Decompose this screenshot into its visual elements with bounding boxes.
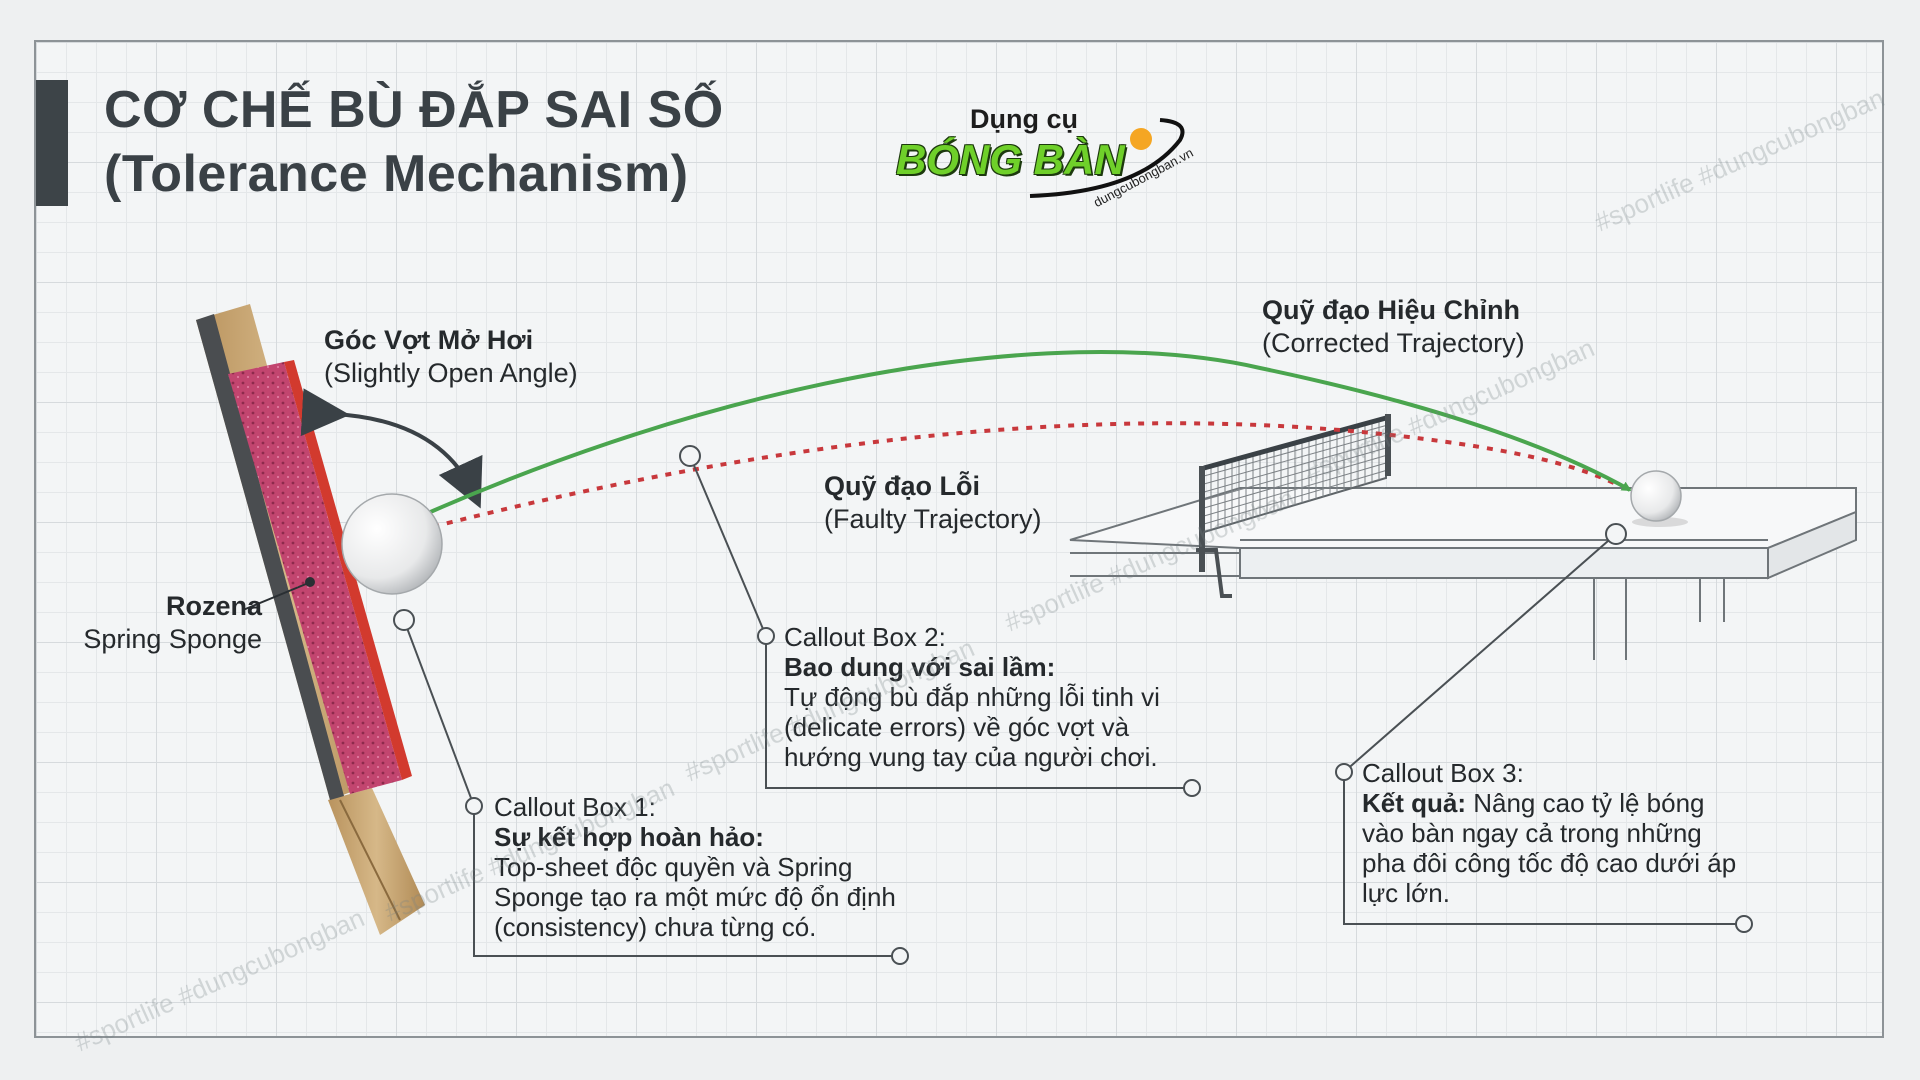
paddle-handle-grain: [339, 799, 401, 921]
brand-logo: Dụng cụ BÓNG BÀN dungcubongban.vn: [890, 100, 1210, 210]
rozena-sponge: [228, 362, 402, 794]
callout-3-leader: [1343, 533, 1744, 925]
angle-label-title: Góc Vợt Mở Hơi: [324, 325, 534, 355]
sponge-label-title: Rozena: [165, 591, 262, 621]
angle-label-sub: (Slightly Open Angle): [324, 358, 578, 388]
callout-3-text: Kết quả: Nâng cao tỷ lệ bóng vào bàn nga…: [1362, 788, 1736, 908]
corrected-label-title: Quỹ đạo Hiệu Chỉnh: [1262, 295, 1521, 325]
table-end: [1767, 510, 1857, 580]
callout-3-end-dot: [1735, 915, 1753, 933]
callout-1-title: Callout Box 1:: [494, 792, 656, 822]
callout-2-body: Tự động bù đắp những lỗi tinh vi (delica…: [784, 682, 1160, 772]
logo-top-text: Dụng cụ: [970, 104, 1078, 134]
net-mesh: [1203, 419, 1387, 530]
faulty-label-title: Quỹ đạo Lỗi: [824, 471, 981, 501]
net-mesh-horizontal: [1203, 455, 1387, 509]
callout-3-heading: Kết quả:: [1362, 788, 1466, 818]
callout-box-3: Callout Box 3: Kết quả: Nâng cao tỷ lệ b…: [1362, 758, 1742, 908]
net-mesh-horizontal: [1203, 432, 1387, 485]
logo-swoosh-icon: [1029, 118, 1185, 198]
ball-landing: [1630, 470, 1682, 522]
net-mesh-horizontal: [1203, 462, 1387, 517]
callout-box-1: Callout Box 1: Sự kết hợp hoàn hảo: Top-…: [494, 792, 914, 942]
table-side: [1239, 547, 1769, 579]
net-mesh-horizontal: [1203, 447, 1387, 501]
logo-ball-icon: [1130, 128, 1152, 150]
callout-3-anchor-dot: [1605, 523, 1627, 545]
paddle-handle: [328, 788, 425, 935]
callout-1-anchor-dot: [393, 609, 415, 631]
callout-box-2: Callout Box 2: Bao dung với sai lầm: Tự …: [784, 622, 1204, 772]
corrected-trajectory: [351, 350, 1632, 550]
callout-3-title: Callout Box 3:: [1362, 758, 1524, 788]
callout-leaders: [393, 445, 1753, 965]
net-mesh-horizontal: [1203, 470, 1387, 525]
callout-1-body: Top-sheet độc quyền và Spring Sponge tạo…: [494, 852, 896, 942]
callout-1-leader: [403, 619, 900, 957]
callout-3-corner-dot: [1335, 763, 1353, 781]
paddle-back-rubber: [196, 314, 344, 800]
faulty-trajectory-label: Quỹ đạo Lỗi (Faulty Trajectory): [824, 470, 1042, 536]
page-title-line-1: CƠ CHẾ BÙ ĐẮP SAI SỐ: [104, 81, 724, 139]
callout-2-heading: Bao dung với sai lầm:: [784, 652, 1056, 682]
ball-at-paddle: [341, 493, 443, 595]
callout-1-end-dot: [891, 947, 909, 965]
callout-2-corner-dot: [757, 627, 775, 645]
table-net: [1196, 414, 1391, 598]
sponge-label: Rozena Spring Sponge: [68, 590, 262, 656]
callout-2-anchor-dot: [679, 445, 701, 467]
callout-2-leader: [689, 455, 1192, 789]
net-clamp: [1196, 548, 1232, 598]
callout-2-end-dot: [1183, 779, 1201, 797]
sponge-pointer-dot: [305, 577, 315, 587]
page-title-line-2: (Tolerance Mechanism): [104, 145, 689, 203]
open-angle-arrow-icon: [300, 388, 483, 509]
sponge-pointer-line: [242, 583, 307, 611]
callout-3-body: Nâng cao tỷ lệ bóng vào bàn ngay cả tron…: [1362, 788, 1737, 908]
title-accent-bar: [36, 80, 68, 206]
angle-label: Góc Vợt Mở Hơi (Slightly Open Angle): [324, 324, 578, 390]
sponge-label-sub: Spring Sponge: [83, 624, 262, 654]
faulty-trajectory: [351, 421, 1621, 550]
logo-main-text: BÓNG BÀN: [896, 136, 1125, 183]
net-mesh-horizontal: [1203, 425, 1387, 477]
net-top-band: [1203, 415, 1387, 471]
net-mesh-horizontal: [1203, 440, 1387, 493]
callout-2-title: Callout Box 2:: [784, 622, 946, 652]
callout-1-heading: Sự kết hợp hoàn hảo:: [494, 822, 764, 852]
corrected-trajectory-label: Quỹ đạo Hiệu Chỉnh (Corrected Trajectory…: [1262, 294, 1525, 360]
corrected-label-sub: (Corrected Trajectory): [1262, 328, 1525, 358]
faulty-label-sub: (Faulty Trajectory): [824, 504, 1042, 534]
callout-1-corner-dot: [465, 797, 483, 815]
